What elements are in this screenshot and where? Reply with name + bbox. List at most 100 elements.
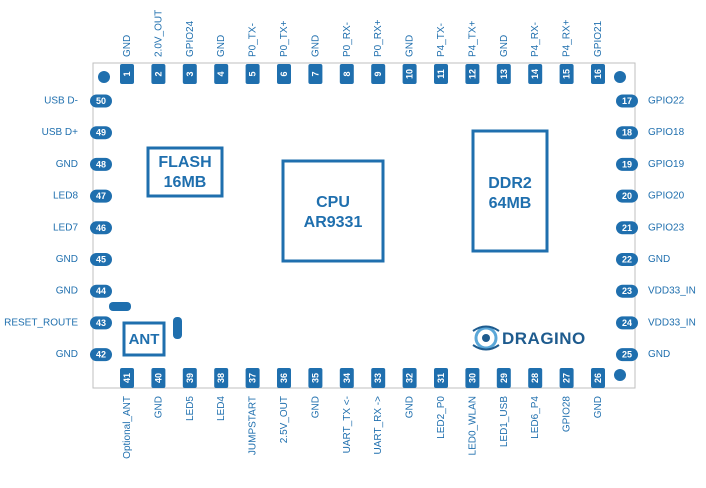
pin-pad: [616, 253, 638, 266]
pin-number: 21: [622, 223, 632, 233]
pin-pad: [151, 368, 166, 388]
pin-label-gpio18: GPIO18: [648, 127, 685, 138]
mounting-hole-top-right: [614, 71, 626, 83]
pin-pad: [90, 348, 112, 362]
pin-label-led4: LED4: [216, 396, 227, 421]
pin-pad: [90, 316, 112, 330]
pin-number: 20: [622, 191, 632, 201]
pin-number: 38: [216, 373, 226, 383]
pin-label-gnd: GND: [56, 254, 78, 265]
pin-label-gnd: GND: [122, 35, 133, 57]
top-pin-row: 1GND22.0V_OUT3GPIO244GND5P0_TX-6P0_TX+7G…: [120, 10, 605, 84]
pin-pad: [528, 368, 543, 388]
pin-45: 45 GND: [56, 253, 112, 266]
pin-pad: [90, 284, 112, 298]
pin-pad: [245, 64, 260, 84]
pin-pad: [90, 94, 112, 108]
pin-pad: [90, 189, 112, 203]
pin-number: 26: [593, 373, 603, 383]
pin-label-p0-tx: P0_TX+: [279, 20, 290, 57]
dragino-logo-text: DRAGINO: [502, 329, 586, 348]
pin-label-p0-rx: P0_RX+: [373, 19, 384, 57]
pin-pad: [308, 64, 323, 84]
pin-number: 13: [499, 69, 509, 79]
pin-number: 31: [436, 373, 446, 383]
pin-label-gnd: GND: [56, 349, 78, 360]
pin-number: 47: [96, 191, 106, 201]
pin-label-gpio23: GPIO23: [648, 222, 685, 233]
pin-number: 1: [122, 71, 132, 76]
pin-label-gpio20: GPIO20: [648, 191, 685, 202]
pin-number: 44: [96, 286, 106, 296]
pin-label-gnd: GND: [310, 35, 321, 57]
pin-label-jumpstart: JUMPSTART: [248, 396, 259, 455]
pin-label-led1-usb: LED1_USB: [499, 396, 510, 447]
pin-36: 362.5V_OUT: [277, 368, 291, 443]
pin-number: 36: [279, 373, 289, 383]
pin-pad: [402, 368, 417, 388]
pin-1: 1 GND: [120, 35, 134, 84]
pin-label-gnd: GND: [648, 254, 670, 265]
pin-number: 14: [530, 69, 540, 79]
ddr2-chip-label: DDR2: [488, 175, 532, 192]
pin-pad: [371, 64, 386, 84]
pin-number: 23: [622, 286, 632, 296]
pin-pad: [339, 368, 354, 388]
pin-pad: [90, 126, 112, 140]
antenna-connector: ANT: [109, 302, 182, 357]
pin-number: 22: [622, 255, 632, 265]
pin-number: 41: [122, 373, 132, 383]
pin-label-p4-tx: P4_TX-: [436, 23, 447, 57]
pin-label-vdd33-in: VDD33_IN: [648, 286, 696, 297]
pin-pad: [616, 221, 638, 235]
pin-4: 4 GND: [214, 35, 229, 84]
pin-number: 17: [622, 96, 632, 106]
pin-pad: [465, 64, 480, 84]
pin-label-gnd: GND: [216, 35, 227, 57]
pin-number: 4: [216, 71, 226, 76]
pin-number: 16: [593, 69, 603, 79]
cpu-chip: CPU AR9331: [281, 159, 385, 263]
pin-label-gnd: GND: [405, 396, 416, 418]
pin-21: 21 GPIO23: [616, 221, 685, 235]
pin-pad: [528, 64, 543, 84]
pin-number: 40: [153, 373, 163, 383]
mounting-hole-bottom-right: [614, 369, 626, 381]
flash-chip-label: FLASH: [158, 154, 211, 171]
pin-label-gpio21: GPIO21: [593, 20, 604, 57]
pin-48: 48 GND: [56, 157, 112, 171]
pin-label-gpio22: GPIO22: [648, 96, 685, 107]
pin-label-gpio24: GPIO24: [185, 20, 196, 57]
pin-pad: [465, 368, 480, 388]
pin-label-2-0v-out: 2.0V_OUT: [153, 10, 164, 57]
pin-number: 9: [373, 71, 383, 76]
pin-label-gnd: GND: [56, 159, 78, 170]
pin-22: 22 GND: [616, 253, 670, 266]
pin-pad: [434, 64, 448, 84]
pin-number: 45: [96, 255, 106, 265]
pin-number: 48: [96, 159, 106, 169]
pin-number: 25: [622, 350, 632, 360]
flash-chip-size: 16MB: [164, 174, 207, 191]
dragino-logo-icon: [472, 325, 500, 351]
pin-17: 17 GPIO22: [616, 94, 685, 108]
pin-label-reset-route: RESET_ROUTE: [4, 317, 78, 328]
pin-pad: [616, 348, 638, 362]
pin-number: 46: [96, 223, 106, 233]
